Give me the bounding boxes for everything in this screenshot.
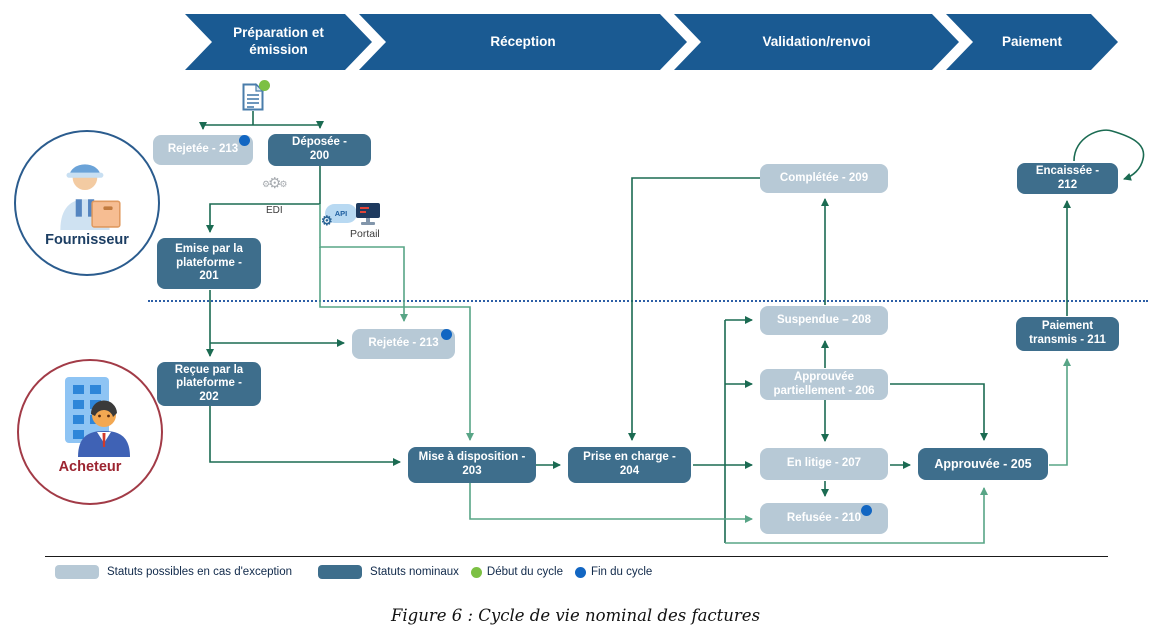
supplier-icon <box>60 164 121 230</box>
status-en-litige-207: En litige - 207 <box>760 448 888 480</box>
status-label: Approuvée partiellement - 206 <box>773 370 875 397</box>
api-gear-icon: ⚙ <box>321 213 333 228</box>
figure-caption: Figure 6 : Cycle de vie nominal des fact… <box>390 606 761 625</box>
status-label: Mise à disposition - 203 <box>418 451 526 477</box>
api-label: API <box>334 209 348 218</box>
status-approuvee-partiellement-206: Approuvée partiellement - 206 <box>760 369 888 400</box>
cycle-end-dot <box>441 329 452 340</box>
portal-label: Portail <box>350 228 380 240</box>
cycle-start-dot <box>259 80 270 91</box>
cycle-end-dot <box>239 135 250 146</box>
phase-label: Paiement <box>1001 33 1063 49</box>
legend-exception-swatch <box>55 565 99 579</box>
phase-paiement: Paiement <box>946 14 1118 70</box>
phase-reception: Réception <box>359 14 687 70</box>
cycle-end-dot <box>861 505 872 516</box>
buyer-icon <box>65 377 130 457</box>
status-label: Emise par la plateforme - 201 <box>175 243 243 283</box>
legend-nominal-label: Statuts nominaux <box>370 566 459 578</box>
supplier-label: Fournisseur <box>45 232 129 248</box>
status-label: Complétée - 209 <box>779 171 869 184</box>
status-label: Refusée - 210 <box>786 511 862 524</box>
status-paiement-transmis-211: Paiement transmis - 211 <box>1016 317 1119 351</box>
status-label: Rejetée - 213 <box>167 143 239 156</box>
status-mise-a-disposition-203: Mise à disposition - 203 <box>408 447 536 483</box>
status-label: Reçue par la plateforme - 202 <box>174 363 244 403</box>
status-emise-201: Emise par la plateforme - 201 <box>157 238 261 289</box>
phase-label: Préparation et émission <box>233 25 324 57</box>
status-completee-209: Complétée - 209 <box>760 164 888 193</box>
status-label: Encaissée - 212 <box>1035 164 1100 191</box>
phase-label: Réception <box>490 33 556 49</box>
legend-end-label: Fin du cycle <box>590 566 653 578</box>
status-label: Rejetée - 213 <box>368 337 439 350</box>
phase-preparation-emission: Préparation et émission <box>185 14 372 70</box>
legend-end-dot <box>574 566 586 578</box>
status-encaissee-212: Encaissée - 212 <box>1017 163 1118 194</box>
status-label: Prise en charge - 204 <box>583 451 676 477</box>
api-icon: API ⚙ <box>321 204 357 228</box>
status-recue-202: Reçue par la plateforme - 202 <box>157 362 261 406</box>
status-approuvee-205: Approuvée - 205 <box>918 448 1048 480</box>
legend-start-label: Début du cycle <box>486 566 563 578</box>
status-label: Approuvée - 205 <box>934 456 1032 471</box>
legend-exception-label: Statuts possibles en cas d'exception <box>107 566 293 578</box>
status-label: Suspendue – 208 <box>777 313 871 326</box>
legend: Statuts possibles en cas d'exception Sta… <box>55 565 652 579</box>
phase-validation-renvoi: Validation/renvoi <box>674 14 959 70</box>
status-suspendue-208: Suspendue – 208 <box>760 306 888 335</box>
actor-acheteur: Acheteur <box>17 359 163 505</box>
supplier-buyer-divider <box>148 300 1148 302</box>
phase-label: Validation/renvoi <box>762 33 871 49</box>
status-label: Paiement transmis - 211 <box>1029 320 1106 346</box>
status-label: Déposée - 200 <box>292 136 347 162</box>
status-refusee-210: Refusée - 210 <box>760 503 888 534</box>
status-label: En litige - 207 <box>786 457 862 470</box>
legend-divider <box>45 556 1108 557</box>
portal-monitor-icon <box>356 203 380 225</box>
edi-icon: ⚙⚙⚙ <box>262 175 288 192</box>
buyer-label: Acheteur <box>58 459 122 475</box>
legend-nominal-swatch <box>318 565 363 579</box>
status-rejetee-213-reception: Rejetée - 213 <box>352 329 455 359</box>
edi-label: EDI <box>266 205 283 216</box>
legend-start-dot <box>470 566 482 578</box>
actor-fournisseur: Fournisseur <box>14 130 160 276</box>
status-deposee-200: Déposée - 200 <box>268 134 371 166</box>
status-prise-en-charge-204: Prise en charge - 204 <box>568 447 691 483</box>
status-rejetee-213-emission: Rejetée - 213 <box>153 135 253 165</box>
